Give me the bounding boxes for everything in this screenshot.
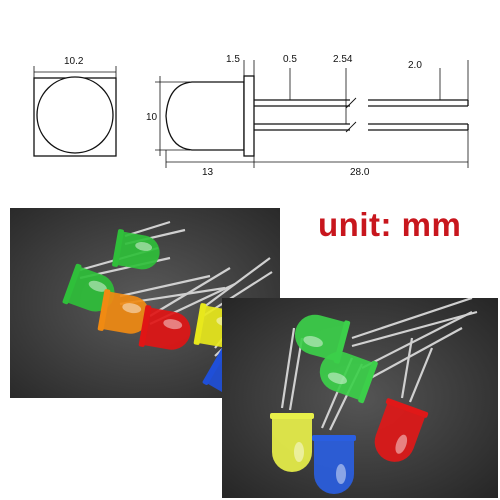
height-label: 10 <box>146 112 158 123</box>
led-bulb <box>270 413 314 472</box>
led-bulb <box>319 351 378 404</box>
led-bulb-flange <box>358 360 378 404</box>
led-bulb-highlight <box>88 280 107 292</box>
led-bulb-highlight <box>122 303 142 314</box>
led-bulb-flange <box>62 263 82 305</box>
led-bulb-highlight <box>294 442 304 462</box>
led-bulb-flange <box>112 229 124 267</box>
led-bulb-body <box>100 291 150 334</box>
led-leads <box>280 298 478 431</box>
led-bulb-body <box>319 351 375 401</box>
lead-break <box>345 97 357 109</box>
front-view-body <box>36 76 114 154</box>
side-view-dimensions <box>155 60 469 168</box>
led-bulb <box>312 435 356 494</box>
led-bulb-highlight <box>395 434 408 454</box>
led-bulb <box>97 289 150 334</box>
led-bulb-flange <box>202 347 228 385</box>
front-view <box>33 66 117 157</box>
lead-break-2 <box>345 121 357 133</box>
led-bulb-body <box>374 401 426 462</box>
led-bulb-body <box>314 438 354 494</box>
led-bulb-highlight <box>303 336 323 347</box>
led-bulb-flange <box>138 305 152 347</box>
led-bulb-highlight <box>163 319 183 330</box>
side-view <box>165 75 469 157</box>
led-bulb-highlight <box>135 242 153 251</box>
led-bulb-flange <box>385 398 429 418</box>
led-bulb <box>374 398 429 462</box>
front-width-label: 10.2 <box>64 56 84 67</box>
led-bulb-body <box>141 307 191 350</box>
led-bulb-flange <box>270 413 314 419</box>
led-bulb-flange <box>312 435 356 441</box>
led-bulb-body <box>115 231 160 270</box>
led-photo-right <box>222 298 498 498</box>
led-bulb-body <box>65 266 115 312</box>
led-dimension-drawing: 10.2 10 1.5 0.5 2.54 2.0 <box>33 54 469 178</box>
led-bulb <box>112 229 160 270</box>
led-bulb <box>62 263 115 312</box>
led-flange <box>243 75 255 157</box>
led-bulb-highlight <box>336 464 346 484</box>
led-bulb-body <box>294 314 348 362</box>
body-length-label: 13 <box>202 167 214 178</box>
flange-label: 1.5 <box>226 54 240 65</box>
lead-width-label: 0.5 <box>283 54 297 65</box>
led-body-outline <box>165 81 245 151</box>
unit-label: unit: mm <box>318 206 462 243</box>
pitch-label: 2.54 <box>333 54 353 65</box>
lead-length-label: 28.0 <box>350 167 370 178</box>
lead-end-label: 2.0 <box>408 60 422 71</box>
led-bulb-body <box>272 416 312 472</box>
led-bulb <box>138 305 191 350</box>
led-bulb-flange <box>193 303 207 345</box>
led-bulb-flange <box>97 289 111 331</box>
led-bulb-highlight <box>327 372 347 385</box>
